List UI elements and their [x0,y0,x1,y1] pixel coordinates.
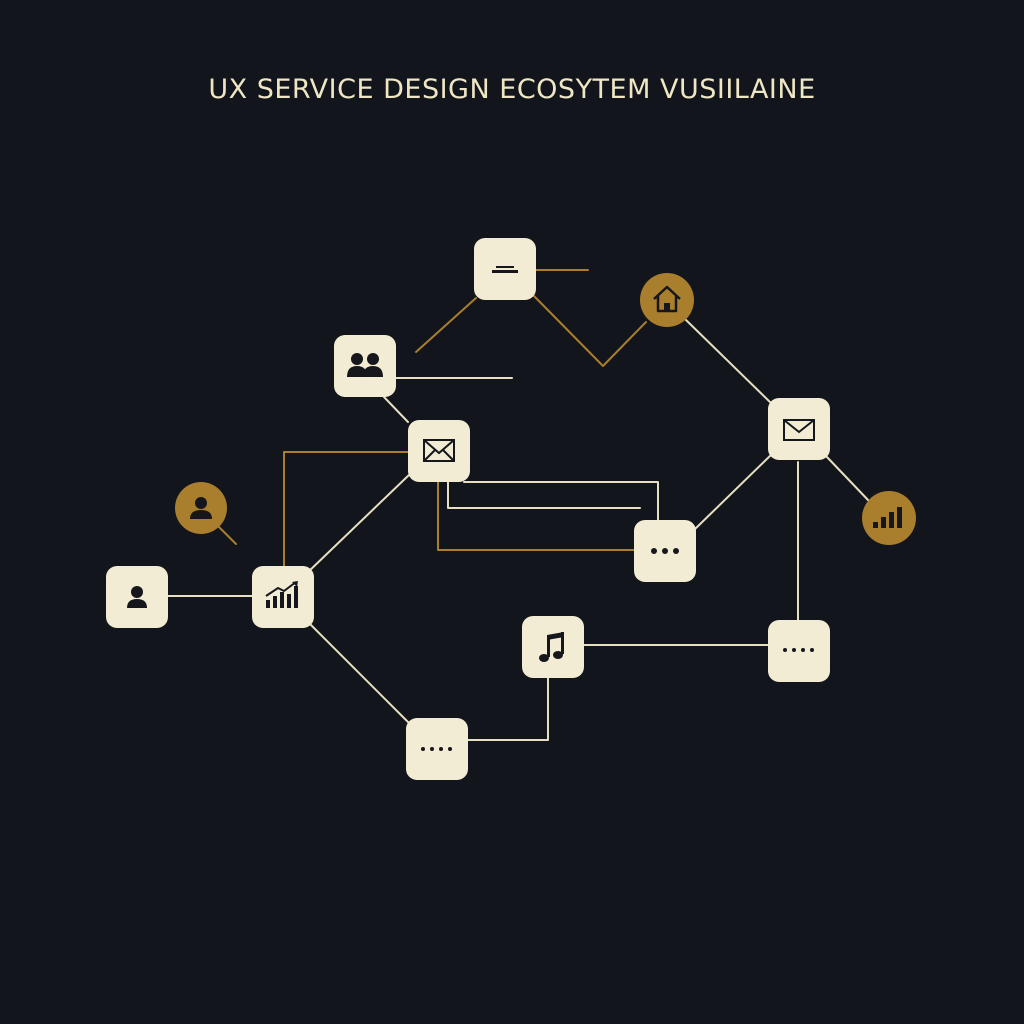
ellipsis-icon [783,648,814,652]
more-node-bottom[interactable] [406,718,468,780]
menu-node[interactable] [474,238,536,300]
user-node[interactable] [106,566,168,628]
mail-icon [423,439,455,462]
mail-icon [783,419,815,441]
connector-chart-to-more-bottom [305,619,411,725]
gold-connectors [217,269,647,567]
ellipsis-icon [651,548,679,554]
users-icon [347,353,383,377]
light-connectors [167,319,869,741]
music-note-icon [539,632,564,662]
menu-icon [492,266,518,273]
connector-group-to-mail [383,396,409,423]
group-node[interactable] [334,335,396,397]
more-node-bottom-right[interactable] [768,620,830,682]
connector-mail-to-more-inner [447,481,641,509]
connector-mail-right-to-signal [825,455,869,501]
connector-mail-right-to-more-mid [693,453,773,531]
connector-search-user-handle [217,525,237,545]
signal-node[interactable] [862,491,916,545]
home-icon [653,285,681,313]
chart-node[interactable] [252,566,314,628]
ellipsis-icon [421,747,452,751]
signal-bars-icon [873,507,902,528]
connector-menu-to-home [531,293,647,367]
connector-menu-to-left-stub [415,297,477,353]
connector-chart-to-mail [283,451,409,567]
mail-node-right[interactable] [768,398,830,460]
home-node[interactable] [640,273,694,327]
mail-node-center[interactable] [408,420,470,482]
connector-mail-to-more [437,481,635,551]
search-user-node[interactable] [175,482,227,534]
connector-chart-to-mail-diagonal [305,473,411,575]
connector-more-bottom-to-music [467,677,549,741]
bar-chart-icon [265,581,298,608]
more-node-mid[interactable] [634,520,696,582]
connector-home-to-mail-right [685,319,773,405]
user-search-icon [190,497,212,519]
music-node[interactable] [522,616,584,678]
diagram-title: UX SERVICE DESIGN ECOSYTEM VUSIILAINE [208,74,816,105]
connector-mail-to-more-outer [463,481,659,521]
user-icon [127,586,147,608]
